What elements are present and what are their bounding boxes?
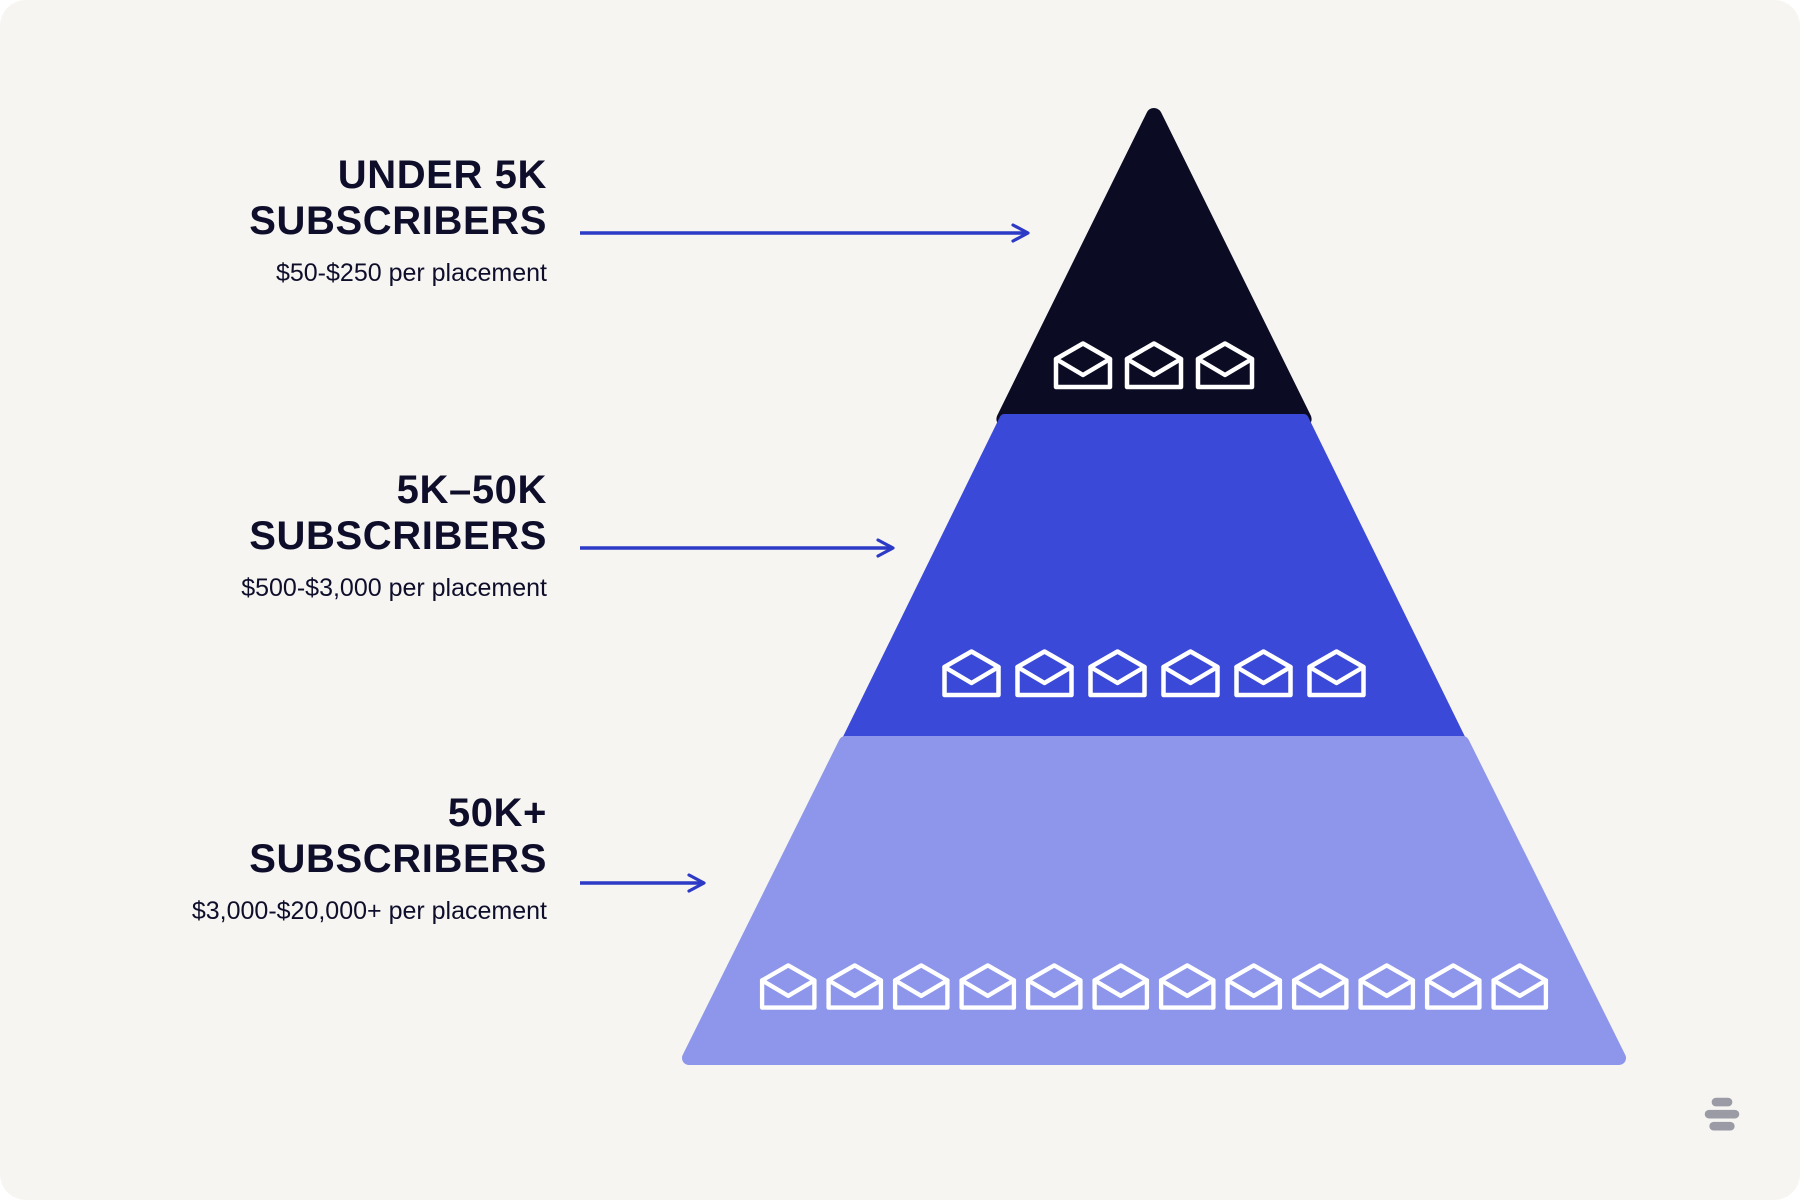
pyramid-tier-50k-plus: [682, 736, 1626, 1065]
tier-title-line1: 5K–50K: [396, 468, 547, 512]
tier-label-50k-plus: 50K+ SUBSCRIBERS $3,000-$20,000+ per pla…: [192, 790, 547, 926]
tier-title: 5K–50K SUBSCRIBERS: [241, 467, 547, 560]
tier-title-line2: SUBSCRIBERS: [249, 837, 547, 882]
tier-price: $3,000-$20,000+ per placement: [191, 896, 547, 925]
pyramid-tier-5k-50k: [840, 414, 1468, 748]
tier-title-line2: SUBSCRIBERS: [249, 514, 547, 559]
tier-title: 50K+ SUBSCRIBERS: [192, 790, 547, 883]
beehive-logo-icon: [1704, 1097, 1740, 1131]
tier-price: $50-$250 per placement: [275, 258, 547, 287]
tier-title-line1: 50K+: [447, 791, 547, 835]
tier-title: UNDER 5K SUBSCRIBERS: [249, 152, 547, 245]
tier-price: $500-$3,000 per placement: [241, 573, 547, 602]
tier-title-line1: UNDER 5K: [337, 153, 547, 197]
tier-title-line2: SUBSCRIBERS: [249, 199, 547, 244]
tier-label-under-5k: UNDER 5K SUBSCRIBERS $50-$250 per placem…: [249, 152, 547, 288]
tier-label-5k-50k: 5K–50K SUBSCRIBERS $500-$3,000 per place…: [241, 467, 547, 603]
